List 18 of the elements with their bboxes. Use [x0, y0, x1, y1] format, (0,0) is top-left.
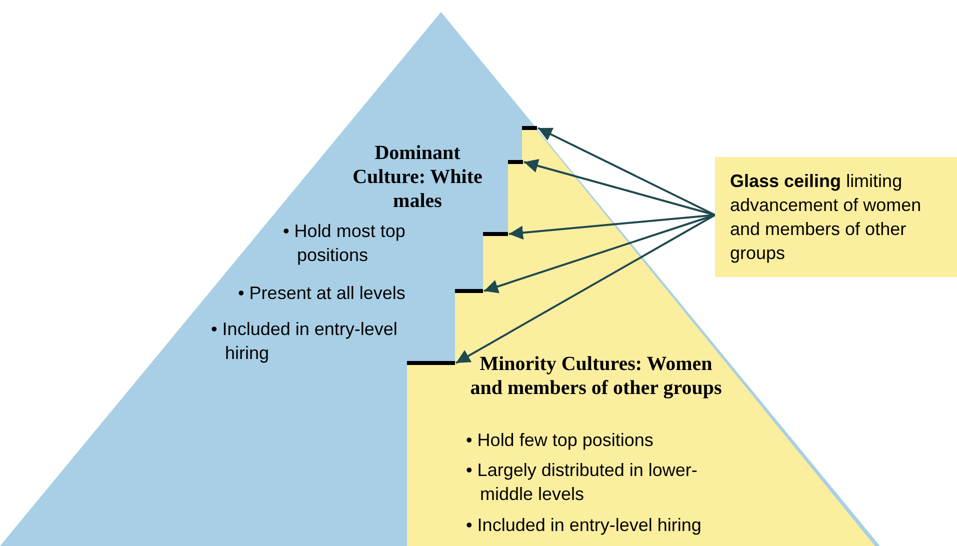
region-heading: Minority Cultures: Women and members of other groups: [469, 352, 723, 400]
bullet-item: • Hold few top positions: [466, 429, 654, 452]
ceiling-mark: [455, 289, 483, 293]
ceiling-mark: [522, 126, 537, 130]
ceiling-mark: [508, 160, 523, 164]
arrow: [524, 159, 716, 216]
bullet-item: • Included in entry-level hiring: [211, 318, 398, 365]
callout-box: Glass ceiling limiting advancement of women and members of other groups: [715, 157, 957, 277]
bullet-item: • Hold most top positions: [283, 220, 406, 267]
region-heading: Dominant Culture: White males: [352, 141, 484, 213]
ceiling-mark: [407, 361, 455, 365]
arrow: [456, 214, 716, 364]
arrow: [484, 214, 716, 294]
bullet-item: • Present at all levels: [238, 282, 406, 305]
ceiling-mark: [483, 232, 508, 236]
arrow: [538, 127, 716, 216]
bullet-item: • Largely distributed in lower-middle levels: [466, 459, 698, 506]
bullet-item: • Included in entry-level hiring: [466, 514, 702, 537]
